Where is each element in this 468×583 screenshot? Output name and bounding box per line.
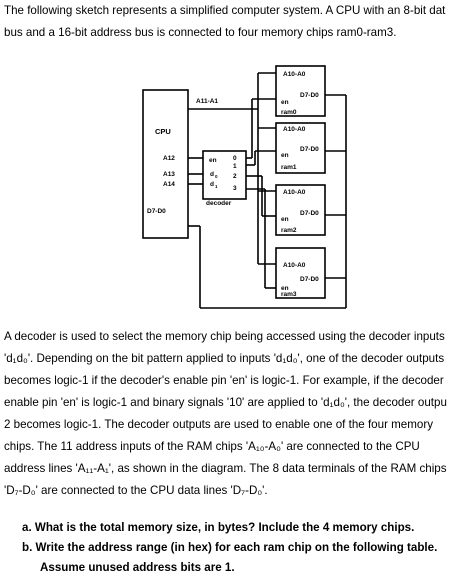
ram2-data-label: D7-D0 — [300, 210, 319, 217]
decoder-input-d0-sub: 0 — [215, 174, 218, 179]
cpu-pin-a12: A12 — [163, 155, 175, 162]
cpu-pin-a13: A13 — [163, 171, 175, 178]
ram0-data-label: D7-D0 — [300, 92, 319, 99]
para-line-3: becomes logic-1 if the decoder's enable … — [4, 374, 444, 387]
ram3-name: ram3 — [281, 291, 297, 298]
decoder-out-3: 3 — [233, 185, 237, 192]
ram3-box — [275, 247, 326, 299]
para-line-6: chips. The 11 address inputs of the RAM … — [4, 440, 420, 453]
decoder-input-d0: d — [210, 171, 214, 178]
ram2-en-label: en — [281, 216, 289, 223]
decoder-out-0: 0 — [233, 155, 237, 162]
ram2-name: ram2 — [281, 227, 297, 234]
cpu-label: CPU — [155, 127, 171, 136]
ram1-box — [275, 122, 326, 174]
ram0-box — [275, 65, 326, 117]
ram1-data-label: D7-D0 — [300, 146, 319, 153]
decoder-out-2: 2 — [233, 173, 237, 180]
cpu-pin-data: D7-D0 — [147, 208, 166, 215]
cpu-pin-a14: A14 — [163, 181, 175, 188]
ram3-data-label: D7-D0 — [300, 276, 319, 283]
decoder-en-label: en — [209, 157, 217, 164]
question-a: a. What is the total memory size, in byt… — [22, 521, 415, 534]
decoder-box — [202, 150, 247, 200]
address-bus-label: A11-A1 — [196, 98, 218, 105]
ram1-name: ram1 — [281, 164, 297, 171]
intro-line-2: bus and a 16-bit address bus is connecte… — [4, 26, 397, 39]
decoder-input-d1: d — [210, 181, 214, 188]
para-line-4: enable pin 'en' is logic-1 and binary si… — [4, 396, 447, 409]
ram3-en-label: en — [281, 285, 289, 292]
question-b-continued: Assume unused address bits are 1. — [40, 561, 235, 574]
system-diagram: CPU A12 A13 A14 D7-D0 A11-A1 en d 0 d 1 … — [142, 65, 347, 309]
decoder-label: decoder — [206, 200, 232, 207]
para-line-1: A decoder is used to select the memory c… — [4, 330, 445, 343]
question-b: b. Write the address range (in hex) for … — [22, 541, 438, 554]
ram0-name: ram0 — [281, 109, 297, 116]
para-line-7: address lines 'A₁₁-A₁', as shown in the … — [4, 462, 447, 475]
ram2-box — [275, 184, 326, 236]
ram2-addr-label: A10-A0 — [283, 189, 306, 196]
decoder-input-d1-sub: 1 — [215, 184, 218, 189]
ram3-addr-label: A10-A0 — [283, 262, 306, 269]
decoder-out-1: 1 — [233, 163, 237, 170]
para-line-8: 'D₇-D₀' are connected to the CPU data li… — [4, 484, 268, 497]
para-line-2: 'd₁d₀'. Depending on the bit pattern app… — [4, 352, 445, 365]
cpu-box — [142, 89, 189, 239]
ram0-addr-label: A10-A0 — [283, 71, 306, 78]
ram0-en-label: en — [281, 99, 289, 106]
intro-line-1: The following sketch represents a simpli… — [4, 4, 446, 17]
ram1-addr-label: A10-A0 — [283, 126, 306, 133]
ram1-en-label: en — [281, 152, 289, 159]
para-line-5: 2 becomes logic-1. The decoder outputs a… — [4, 418, 434, 431]
